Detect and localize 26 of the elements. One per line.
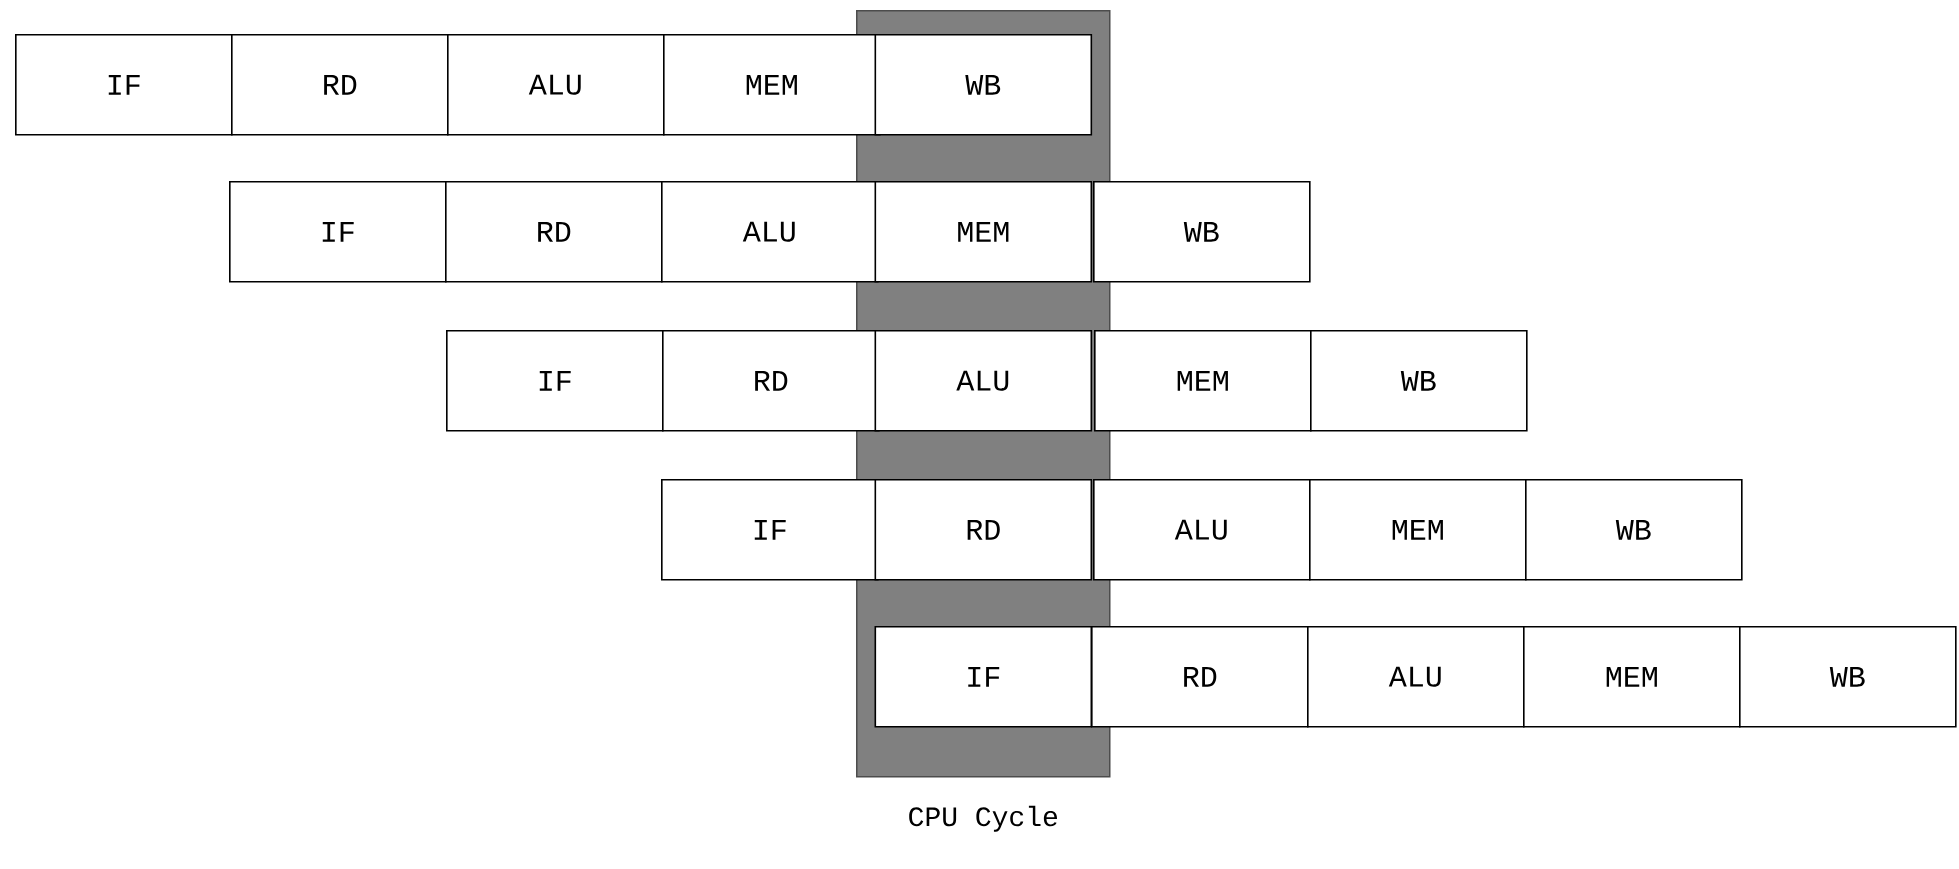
- stage-box: IF: [661, 479, 879, 581]
- stage-box: MEM: [1309, 479, 1527, 581]
- stage-box: ALU: [874, 330, 1093, 432]
- stage-box: WB: [1093, 181, 1311, 283]
- stage-box: RD: [662, 330, 880, 432]
- stage-box: ALU: [447, 34, 665, 136]
- stage-box: RD: [874, 479, 1093, 581]
- stage-box: RD: [231, 34, 449, 136]
- stage-box: MEM: [663, 34, 881, 136]
- stage-box: ALU: [1093, 479, 1311, 581]
- stage-box: ALU: [661, 181, 879, 283]
- stage-box: WB: [1739, 626, 1957, 728]
- stage-box: MEM: [1523, 626, 1741, 728]
- stage-box: MEM: [1094, 330, 1312, 432]
- stage-box: IF: [874, 626, 1093, 728]
- stage-box: WB: [874, 34, 1093, 136]
- stage-box: IF: [15, 34, 233, 136]
- stage-box: IF: [446, 330, 664, 432]
- stage-box: RD: [445, 181, 663, 283]
- band-caption: CPU Cycle: [909, 805, 1057, 832]
- stage-box: WB: [1525, 479, 1743, 581]
- stage-box: ALU: [1307, 626, 1525, 728]
- stage-box: RD: [1091, 626, 1309, 728]
- stage-box: MEM: [874, 181, 1093, 283]
- stage-box: WB: [1310, 330, 1528, 432]
- stage-box: IF: [229, 181, 447, 283]
